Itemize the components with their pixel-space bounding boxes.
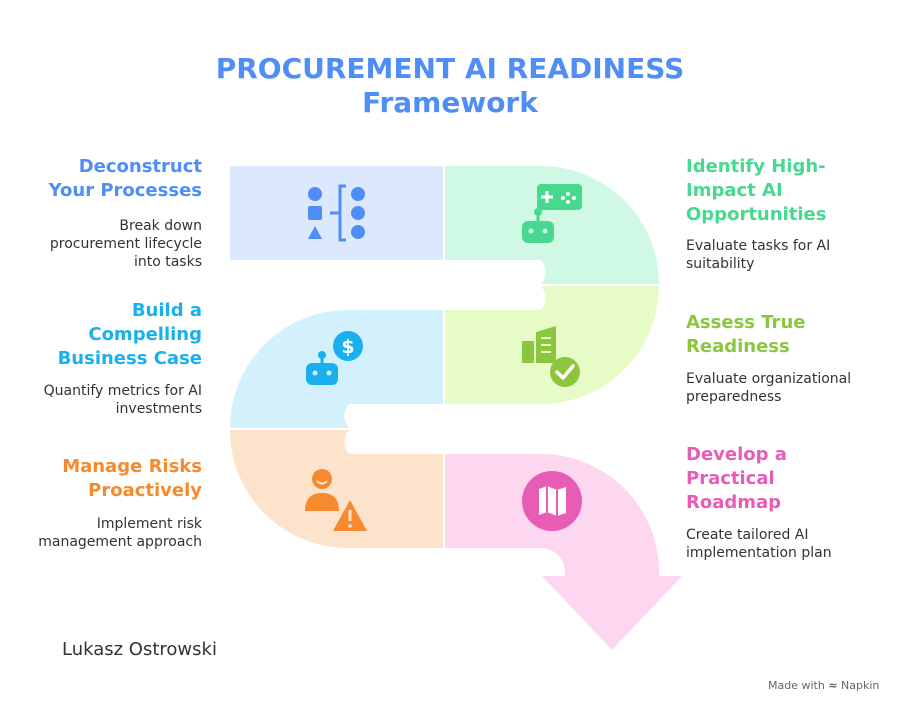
map-icon [522, 471, 582, 531]
step-title-identify: Identify High- Impact AI Opportunities [686, 155, 886, 227]
title-line-2: Framework [362, 86, 538, 119]
robot-dollar-icon: $ [306, 331, 363, 385]
step-title-readiness: Assess True Readiness [686, 311, 886, 359]
step-desc-business-case: Quantify metrics for AI investments [20, 382, 202, 418]
step-title-deconstruct: Deconstruct Your Processes [20, 155, 202, 203]
step-title-line: Impact AI [686, 180, 783, 201]
step-title-line: Build a [131, 300, 202, 321]
napkin-logo-icon: ≈ [828, 679, 838, 692]
svg-text:$: $ [341, 336, 354, 358]
author-name: Lukasz Ostrowski [62, 639, 217, 660]
step-desc-line: Break down [119, 218, 202, 234]
step-title-line: Develop a [686, 444, 787, 465]
step-title-line: Roadmap [686, 492, 782, 513]
building-check-icon [522, 326, 580, 387]
step-title-line: Identify High- [686, 156, 826, 177]
made-with-footer[interactable]: Made with ≈ Napkin [768, 679, 879, 692]
step-title-business-case: Build a Compelling Business Case [20, 299, 202, 371]
shapes-decompose-icon [308, 184, 365, 242]
step-title-risks: Manage Risks Proactively [20, 455, 202, 503]
step-title-line: Manage Risks [62, 456, 202, 477]
step-desc-line: procurement lifecycle [49, 236, 202, 252]
step-desc-line: Evaluate organizational [686, 371, 852, 387]
made-with-label: Made with [768, 679, 825, 692]
step-title-line: Business Case [57, 348, 202, 369]
step-desc-line: investments [115, 401, 202, 417]
step-title-line: Opportunities [686, 204, 827, 225]
step-desc-line: implementation plan [686, 545, 832, 561]
step-title-line: Readiness [686, 336, 790, 357]
segment-risks [230, 430, 443, 549]
step-desc-line: suitability [686, 256, 755, 272]
step-desc-deconstruct: Break down procurement lifecycle into ta… [20, 217, 202, 271]
step-desc-line: Quantify metrics for AI [43, 383, 202, 399]
napkin-brand-label: Napkin [841, 679, 880, 692]
step-title-line: Practical [686, 468, 775, 489]
step-desc-identify: Evaluate tasks for AI suitability [686, 237, 886, 273]
segment-roadmap-arrow [445, 454, 682, 650]
step-desc-risks: Implement risk management approach [20, 515, 202, 551]
step-title-line: Compelling [88, 324, 202, 345]
step-desc-readiness: Evaluate organizational preparedness [686, 370, 886, 406]
step-title-line: Deconstruct [78, 156, 202, 177]
step-desc-roadmap: Create tailored AI implementation plan [686, 526, 886, 562]
person-warning-icon [305, 469, 367, 531]
step-desc-line: Implement risk [96, 516, 202, 532]
step-desc-line: Create tailored AI [686, 527, 809, 543]
step-desc-line: Evaluate tasks for AI [686, 238, 831, 254]
title-line-1: PROCUREMENT AI READINESS [215, 52, 685, 85]
step-title-roadmap: Develop a Practical Roadmap [686, 443, 886, 515]
step-desc-line: management approach [38, 534, 202, 550]
step-title-line: Assess True [686, 312, 806, 333]
robot-gamepad-icon [522, 184, 582, 243]
step-desc-line: into tasks [133, 254, 202, 270]
step-title-line: Your Processes [48, 180, 202, 201]
step-desc-line: preparedness [686, 389, 782, 405]
step-title-line: Proactively [88, 480, 202, 501]
